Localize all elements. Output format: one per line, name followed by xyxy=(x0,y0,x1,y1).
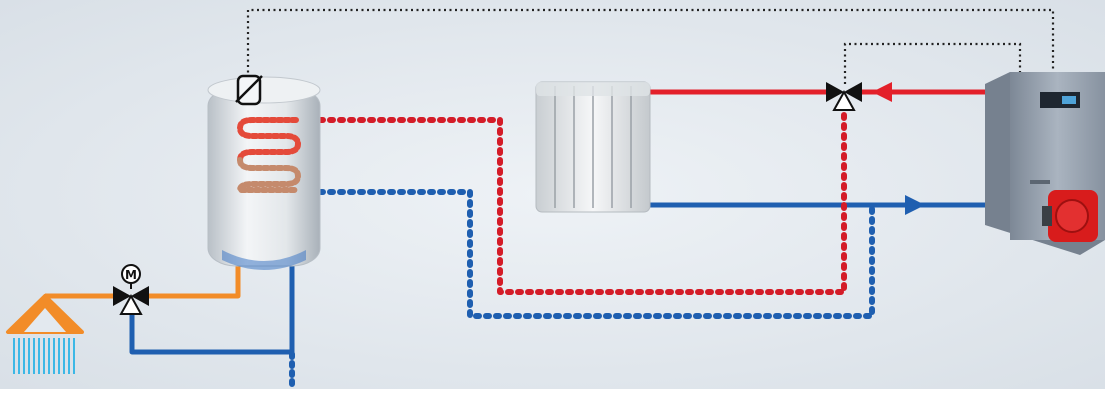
shower-water xyxy=(13,338,75,374)
tank-coil xyxy=(236,117,302,193)
cold-water-pipe xyxy=(129,264,295,355)
shower-icon xyxy=(6,294,84,374)
boiler-screen xyxy=(1062,96,1076,104)
motorized-valve: M xyxy=(113,264,149,315)
tank-bottom-band xyxy=(222,250,306,270)
shower-head-inner xyxy=(24,308,66,332)
control-wiring xyxy=(246,8,1055,84)
dhw-pipe xyxy=(45,262,241,299)
flow-direction-arrow xyxy=(872,82,892,102)
tank-top xyxy=(207,76,321,104)
tank-thermostat-wire xyxy=(246,8,1055,78)
hot-water-tank xyxy=(207,74,321,270)
valve-right-wing xyxy=(131,286,149,306)
valve-bottom-port xyxy=(119,293,143,315)
boiler xyxy=(985,72,1105,255)
return-direction-arrow xyxy=(905,195,925,215)
motor-icon xyxy=(121,264,141,284)
radiator xyxy=(535,81,651,213)
thermostat-sensor-icon xyxy=(235,74,263,106)
mixing-valve-icon xyxy=(826,82,862,111)
motor-label: M xyxy=(125,268,137,282)
burner xyxy=(1042,190,1098,242)
tank-body xyxy=(207,87,321,267)
valve-control-wire xyxy=(843,42,1022,84)
coil-flow-pipe xyxy=(297,105,847,295)
valve-left-wing xyxy=(113,286,131,306)
boiler-badge xyxy=(1030,180,1050,184)
coil-return-pipe xyxy=(297,189,875,319)
radiator-fins xyxy=(554,86,632,208)
